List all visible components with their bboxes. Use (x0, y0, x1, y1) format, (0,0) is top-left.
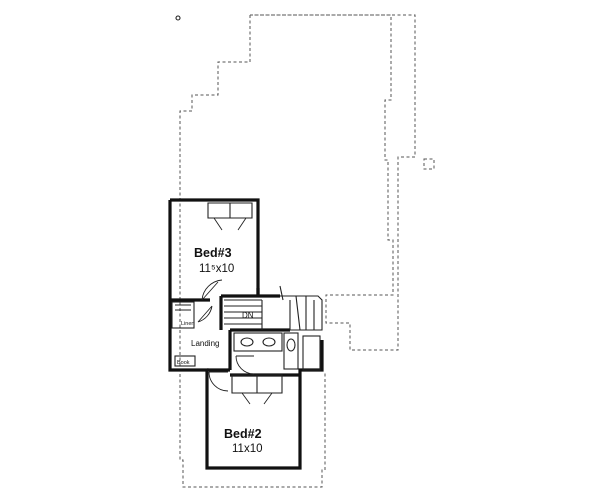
sink-left (240, 337, 254, 347)
bath-door-swing (235, 355, 255, 375)
bed2-closet-doors (241, 392, 273, 405)
book-shelf (174, 355, 196, 367)
linen-label: Linen (181, 321, 194, 327)
bed3-dimensions: 11⁵x10 (199, 263, 234, 275)
bed3-door-swing (201, 279, 223, 301)
bath-vanity (233, 332, 283, 352)
bed3-name: Bed#3 (194, 246, 232, 260)
toilet (286, 338, 296, 352)
roof-outline (250, 14, 416, 351)
linen-shelves (175, 304, 191, 311)
bed2-dimensions: 11x10 (232, 443, 262, 455)
sink-right (262, 337, 276, 347)
stair-treads (224, 299, 263, 330)
bed2-name: Bed#2 (224, 427, 262, 441)
roof-outline-left (179, 15, 326, 488)
stair-landing-curve (280, 295, 323, 331)
bathtub (302, 335, 321, 371)
corner-mark (175, 15, 181, 21)
bed2-closet (231, 374, 283, 394)
bed3-closet (207, 202, 253, 219)
linen-closet (171, 301, 195, 329)
bath-toilet-area (283, 332, 299, 370)
chimney-mark (423, 158, 435, 170)
landing-label: Landing (191, 339, 219, 348)
hall-door-swing (197, 305, 213, 323)
bed3-closet-doors (213, 217, 247, 231)
bed2-door-swing (208, 371, 229, 392)
stair-break-line (279, 285, 284, 301)
book-label: Book (177, 360, 190, 366)
stair-label: DN (242, 311, 254, 320)
